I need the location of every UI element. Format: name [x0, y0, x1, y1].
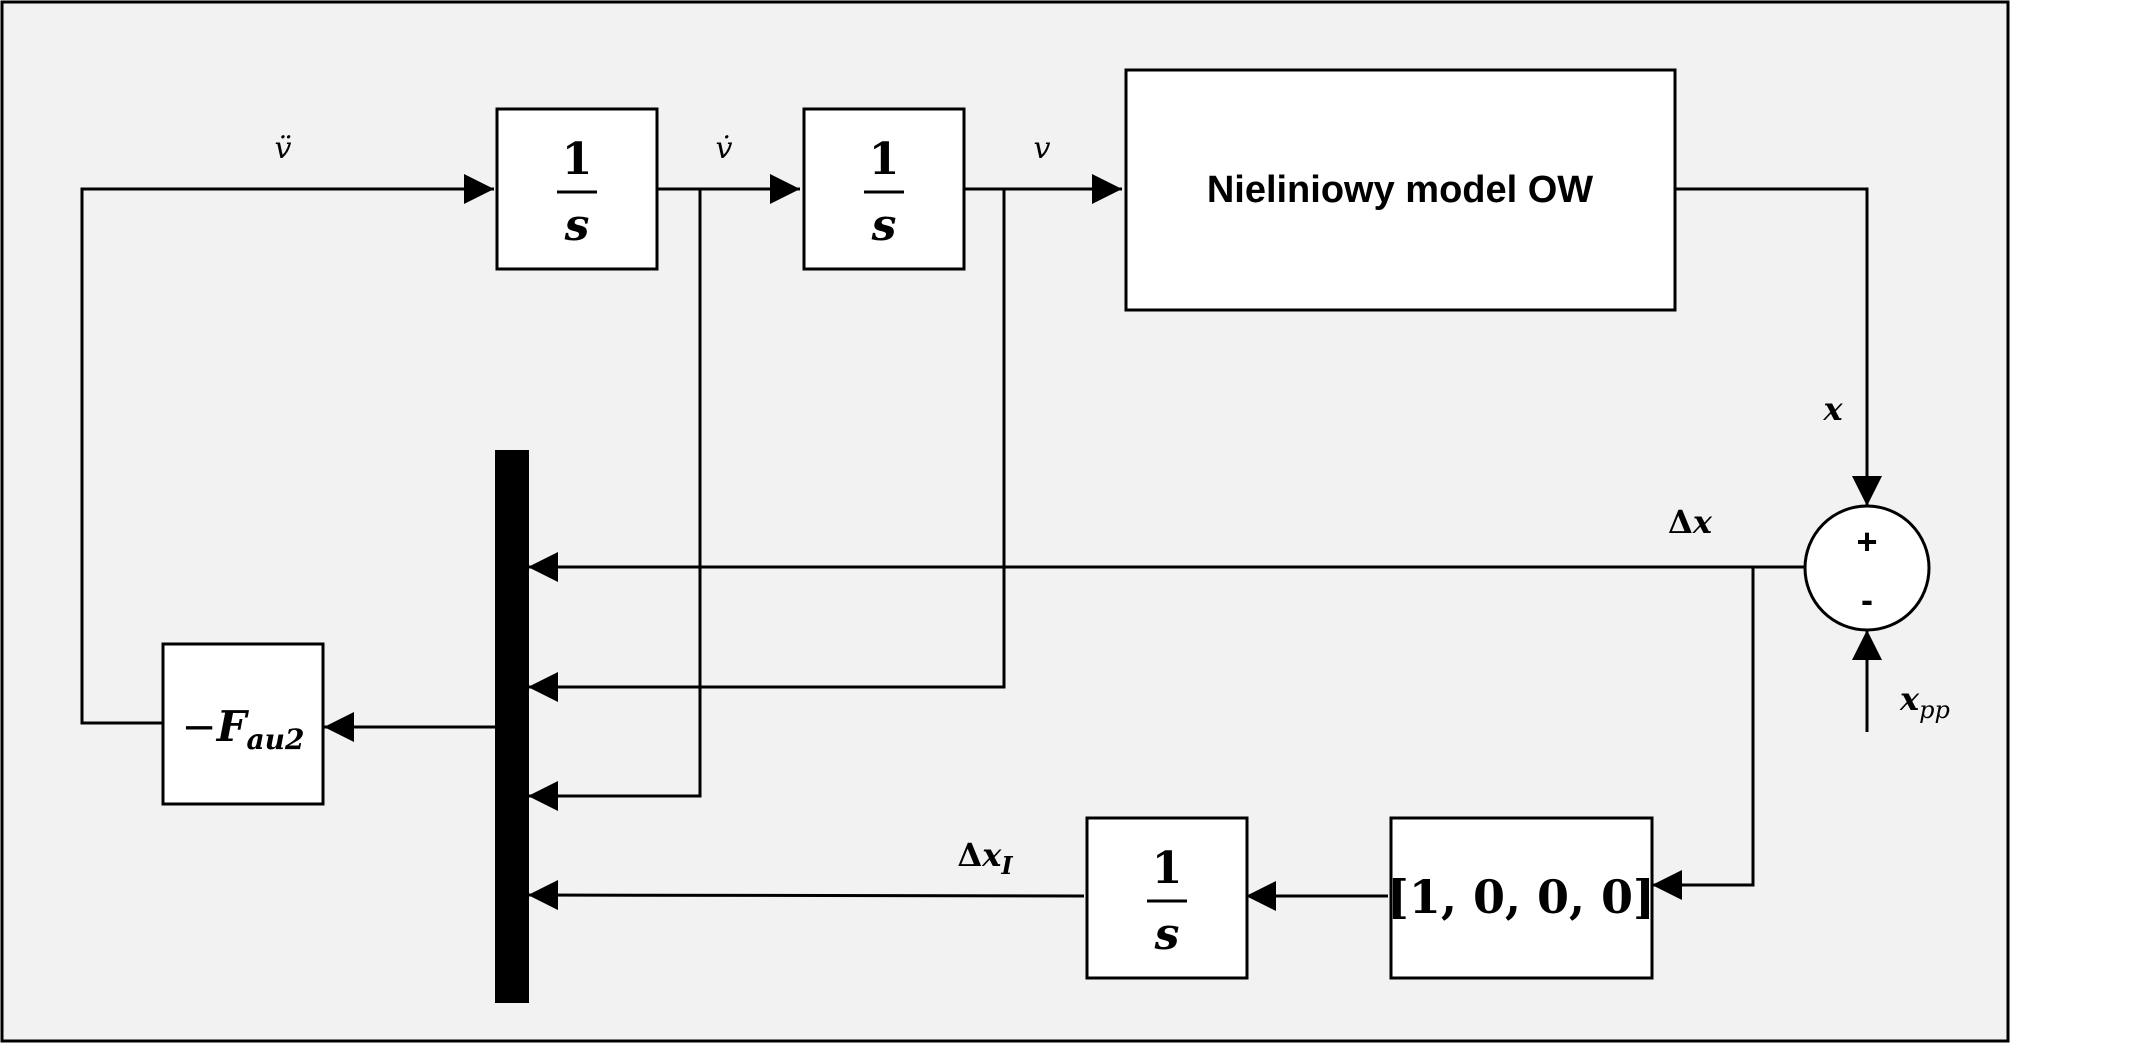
integrator-block-3: 1 s [1085, 816, 1249, 980]
sum-block: + - [1803, 504, 1931, 632]
signal-label-x-pp: xpp [1899, 680, 1950, 724]
delta-xi-sub: I [1000, 851, 1013, 880]
signal-label-v-dot: v̇ [716, 131, 733, 166]
signal-label-delta-x: Δx [1668, 503, 1713, 541]
nonlinear-model-label: Nieliniowy model OW [1207, 169, 1593, 211]
delta-xi-delta: Δ [957, 836, 982, 874]
wire-integrator-3-to-mux [527, 880, 1085, 911]
integrator-3-denominator: s [1154, 909, 1180, 960]
signal-label-v-ddot: v̈ [275, 131, 292, 166]
selector-label: [1, 0, 0, 0] [1387, 870, 1655, 924]
nonlinear-model-block: Nieliniowy model OW [1124, 68, 1677, 312]
gain-subscript: au2 [247, 723, 305, 756]
gain-sign: − [181, 702, 216, 751]
gain-block: −Fau2 [161, 642, 325, 806]
wire-gain-to-integrator-1 [80, 174, 494, 725]
xpp-var: x [1899, 680, 1920, 718]
wire-vdot-to-mux [528, 189, 702, 811]
integrator-3-numerator: 1 [1152, 843, 1183, 894]
signal-label-v: v [1034, 131, 1051, 166]
xpp-sub: pp [1919, 696, 1950, 724]
gain-symbol: F [216, 702, 250, 751]
wire-deltax-to-selector [1652, 567, 1755, 900]
integrator-block-1: 1 s [495, 107, 659, 271]
integrator-1-denominator: s [564, 200, 590, 251]
sum-plus-sign: + [1856, 521, 1877, 562]
integrator-block-2: 1 s [802, 107, 966, 271]
delta-x-var: x [1692, 503, 1713, 541]
wire-v-to-mux [528, 189, 1006, 702]
wire-model-to-sum [1675, 187, 1882, 506]
sum-minus-sign: - [1861, 579, 1873, 620]
signal-label-x: x [1822, 390, 1843, 428]
signal-label-delta-x-i: ΔxI [957, 836, 1013, 880]
mux-bar [495, 450, 529, 1003]
delta-xi-var: x [981, 836, 1002, 874]
selector-block: [1, 0, 0, 0] [1387, 816, 1655, 980]
integrator-2-denominator: s [871, 200, 897, 251]
integrator-1-numerator: 1 [562, 134, 593, 185]
gain-label: −Fau2 [181, 702, 304, 756]
integrator-2-numerator: 1 [869, 134, 900, 185]
delta-x-delta: Δ [1668, 503, 1693, 541]
